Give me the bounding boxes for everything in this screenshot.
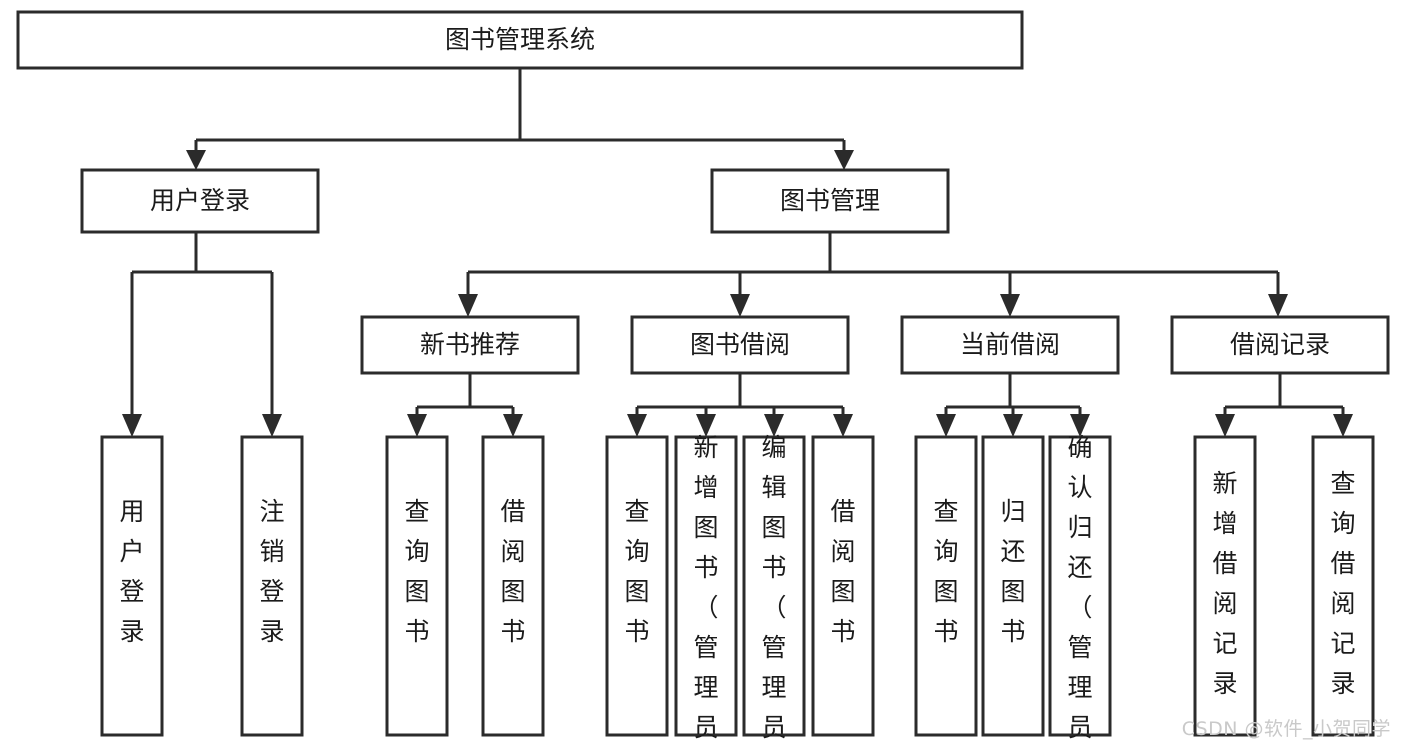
arrowhead-leaf-confirm-return	[1070, 414, 1090, 437]
leaf-borrow-book-2-box[interactable]	[811, 435, 875, 737]
arrowhead-leaf-borrow-book-1	[503, 414, 523, 437]
csdn-watermark: CSDN @软件_小贺同学	[1181, 718, 1391, 740]
leaf-borrow-book-1-box[interactable]	[481, 435, 545, 737]
leaf-logout-login-label: 注销登录	[259, 497, 284, 646]
arrowhead-leaf-user-login	[122, 414, 142, 437]
node-new-book-recommend[interactable]: 新书推荐	[360, 315, 580, 375]
new-book-recommend-box[interactable]	[360, 315, 580, 375]
user-login-label: 用户登录	[150, 186, 250, 215]
node-book-management[interactable]: 图书管理	[710, 168, 950, 234]
node-leaf-borrow-book-2[interactable]: 借阅图书	[811, 435, 875, 737]
connectors-root-to-level2	[186, 68, 854, 170]
node-leaf-logout-login[interactable]: 注销登录	[240, 435, 304, 737]
leaf-edit-book-box[interactable]	[742, 435, 806, 737]
leaf-borrow-book-2-label: 借阅图书	[830, 497, 855, 646]
connectors-book-management-to-level3	[458, 232, 1288, 317]
arrowhead-leaf-borrow-book-2	[833, 414, 853, 437]
arrowhead-leaf-edit-book	[764, 414, 784, 437]
book-borrow-label: 图书借阅	[690, 330, 790, 359]
arrowhead-leaf-query-book-1	[407, 414, 427, 437]
leaf-query-book-2-box[interactable]	[605, 435, 669, 737]
root-label: 图书管理系统	[445, 25, 595, 54]
new-book-recommend-label: 新书推荐	[420, 330, 520, 359]
node-leaf-query-book-3[interactable]: 查询图书	[914, 435, 978, 737]
leaf-add-book-label: 新增图书（管理员）	[693, 433, 718, 747]
arrowhead-current-borrow	[1000, 294, 1020, 317]
node-leaf-return-book[interactable]: 归还图书	[981, 435, 1045, 737]
borrow-record-box[interactable]	[1170, 315, 1390, 375]
node-leaf-query-book-2[interactable]: 查询图书	[605, 435, 669, 737]
arrowhead-user-login	[186, 150, 206, 170]
leaf-user-login-box[interactable]	[100, 435, 164, 737]
arrowhead-book-management	[834, 150, 854, 170]
connectors-recommend-to-leaves	[407, 373, 523, 437]
leaf-add-record-label: 新增借阅记录	[1212, 469, 1237, 698]
connectors-record-to-leaves	[1215, 373, 1353, 437]
node-leaf-borrow-book-1[interactable]: 借阅图书	[481, 435, 545, 737]
arrowhead-leaf-add-book	[696, 414, 716, 437]
leaf-add-book-box[interactable]	[674, 435, 738, 737]
borrow-record-label: 借阅记录	[1230, 330, 1330, 359]
book-borrow-box[interactable]	[630, 315, 850, 375]
arrowhead-borrow-record	[1268, 294, 1288, 317]
leaf-edit-book-label: 编辑图书（管理员）	[761, 433, 786, 747]
leaf-query-book-1-label: 查询图书	[404, 497, 429, 646]
node-leaf-add-book[interactable]: 新增图书（管理员）	[674, 433, 738, 747]
book-management-label: 图书管理	[780, 186, 880, 215]
leaf-confirm-return-label: 确认归还（管理员）	[1067, 433, 1092, 747]
current-borrow-box[interactable]	[900, 315, 1120, 375]
connectors-current-to-leaves	[936, 373, 1090, 437]
leaf-query-book-3-box[interactable]	[914, 435, 978, 737]
leaf-query-record-label: 查询借阅记录	[1330, 469, 1355, 698]
node-book-borrow[interactable]: 图书借阅	[630, 315, 850, 375]
arrowhead-book-borrow	[730, 294, 750, 317]
node-user-login[interactable]: 用户登录	[80, 168, 320, 234]
leaf-borrow-book-1-label: 借阅图书	[500, 497, 525, 646]
arrowhead-new-book-recommend	[458, 294, 478, 317]
node-leaf-user-login[interactable]: 用户登录	[100, 435, 164, 737]
leaf-query-record-box[interactable]	[1311, 435, 1375, 737]
node-leaf-add-record[interactable]: 新增借阅记录	[1193, 435, 1257, 737]
leaf-add-record-box[interactable]	[1193, 435, 1257, 737]
leaf-query-book-3-label: 查询图书	[933, 497, 958, 646]
node-borrow-record[interactable]: 借阅记录	[1170, 315, 1390, 375]
leaf-confirm-return-box[interactable]	[1048, 435, 1112, 737]
arrowhead-leaf-logout-login	[262, 414, 282, 437]
connectors-borrow-to-leaves	[627, 373, 853, 437]
node-leaf-query-record[interactable]: 查询借阅记录	[1311, 435, 1375, 737]
node-root-book-management-system[interactable]: 图书管理系统	[16, 10, 1024, 70]
arrowhead-leaf-return-book	[1003, 414, 1023, 437]
user-login-box[interactable]	[80, 168, 320, 234]
arrowhead-leaf-query-record	[1333, 414, 1353, 437]
current-borrow-label: 当前借阅	[960, 330, 1060, 359]
node-leaf-query-book-1[interactable]: 查询图书	[385, 435, 449, 737]
book-management-box[interactable]	[710, 168, 950, 234]
leaf-return-book-box[interactable]	[981, 435, 1045, 737]
arrowhead-leaf-query-book-3	[936, 414, 956, 437]
node-current-borrow[interactable]: 当前借阅	[900, 315, 1120, 375]
connectors-user-login-to-leaves	[122, 232, 282, 437]
leaf-query-book-1-box[interactable]	[385, 435, 449, 737]
arrowhead-leaf-query-book-2	[627, 414, 647, 437]
arrowhead-leaf-add-record	[1215, 414, 1235, 437]
leaf-logout-login-box[interactable]	[240, 435, 304, 737]
leaf-return-book-label: 归还图书	[1000, 497, 1025, 646]
root-box[interactable]	[16, 10, 1024, 70]
leaf-query-book-2-label: 查询图书	[624, 497, 649, 646]
node-leaf-confirm-return[interactable]: 确认归还（管理员）	[1048, 433, 1112, 747]
leaf-user-login-label: 用户登录	[119, 497, 144, 646]
node-leaf-edit-book[interactable]: 编辑图书（管理员）	[742, 433, 806, 747]
